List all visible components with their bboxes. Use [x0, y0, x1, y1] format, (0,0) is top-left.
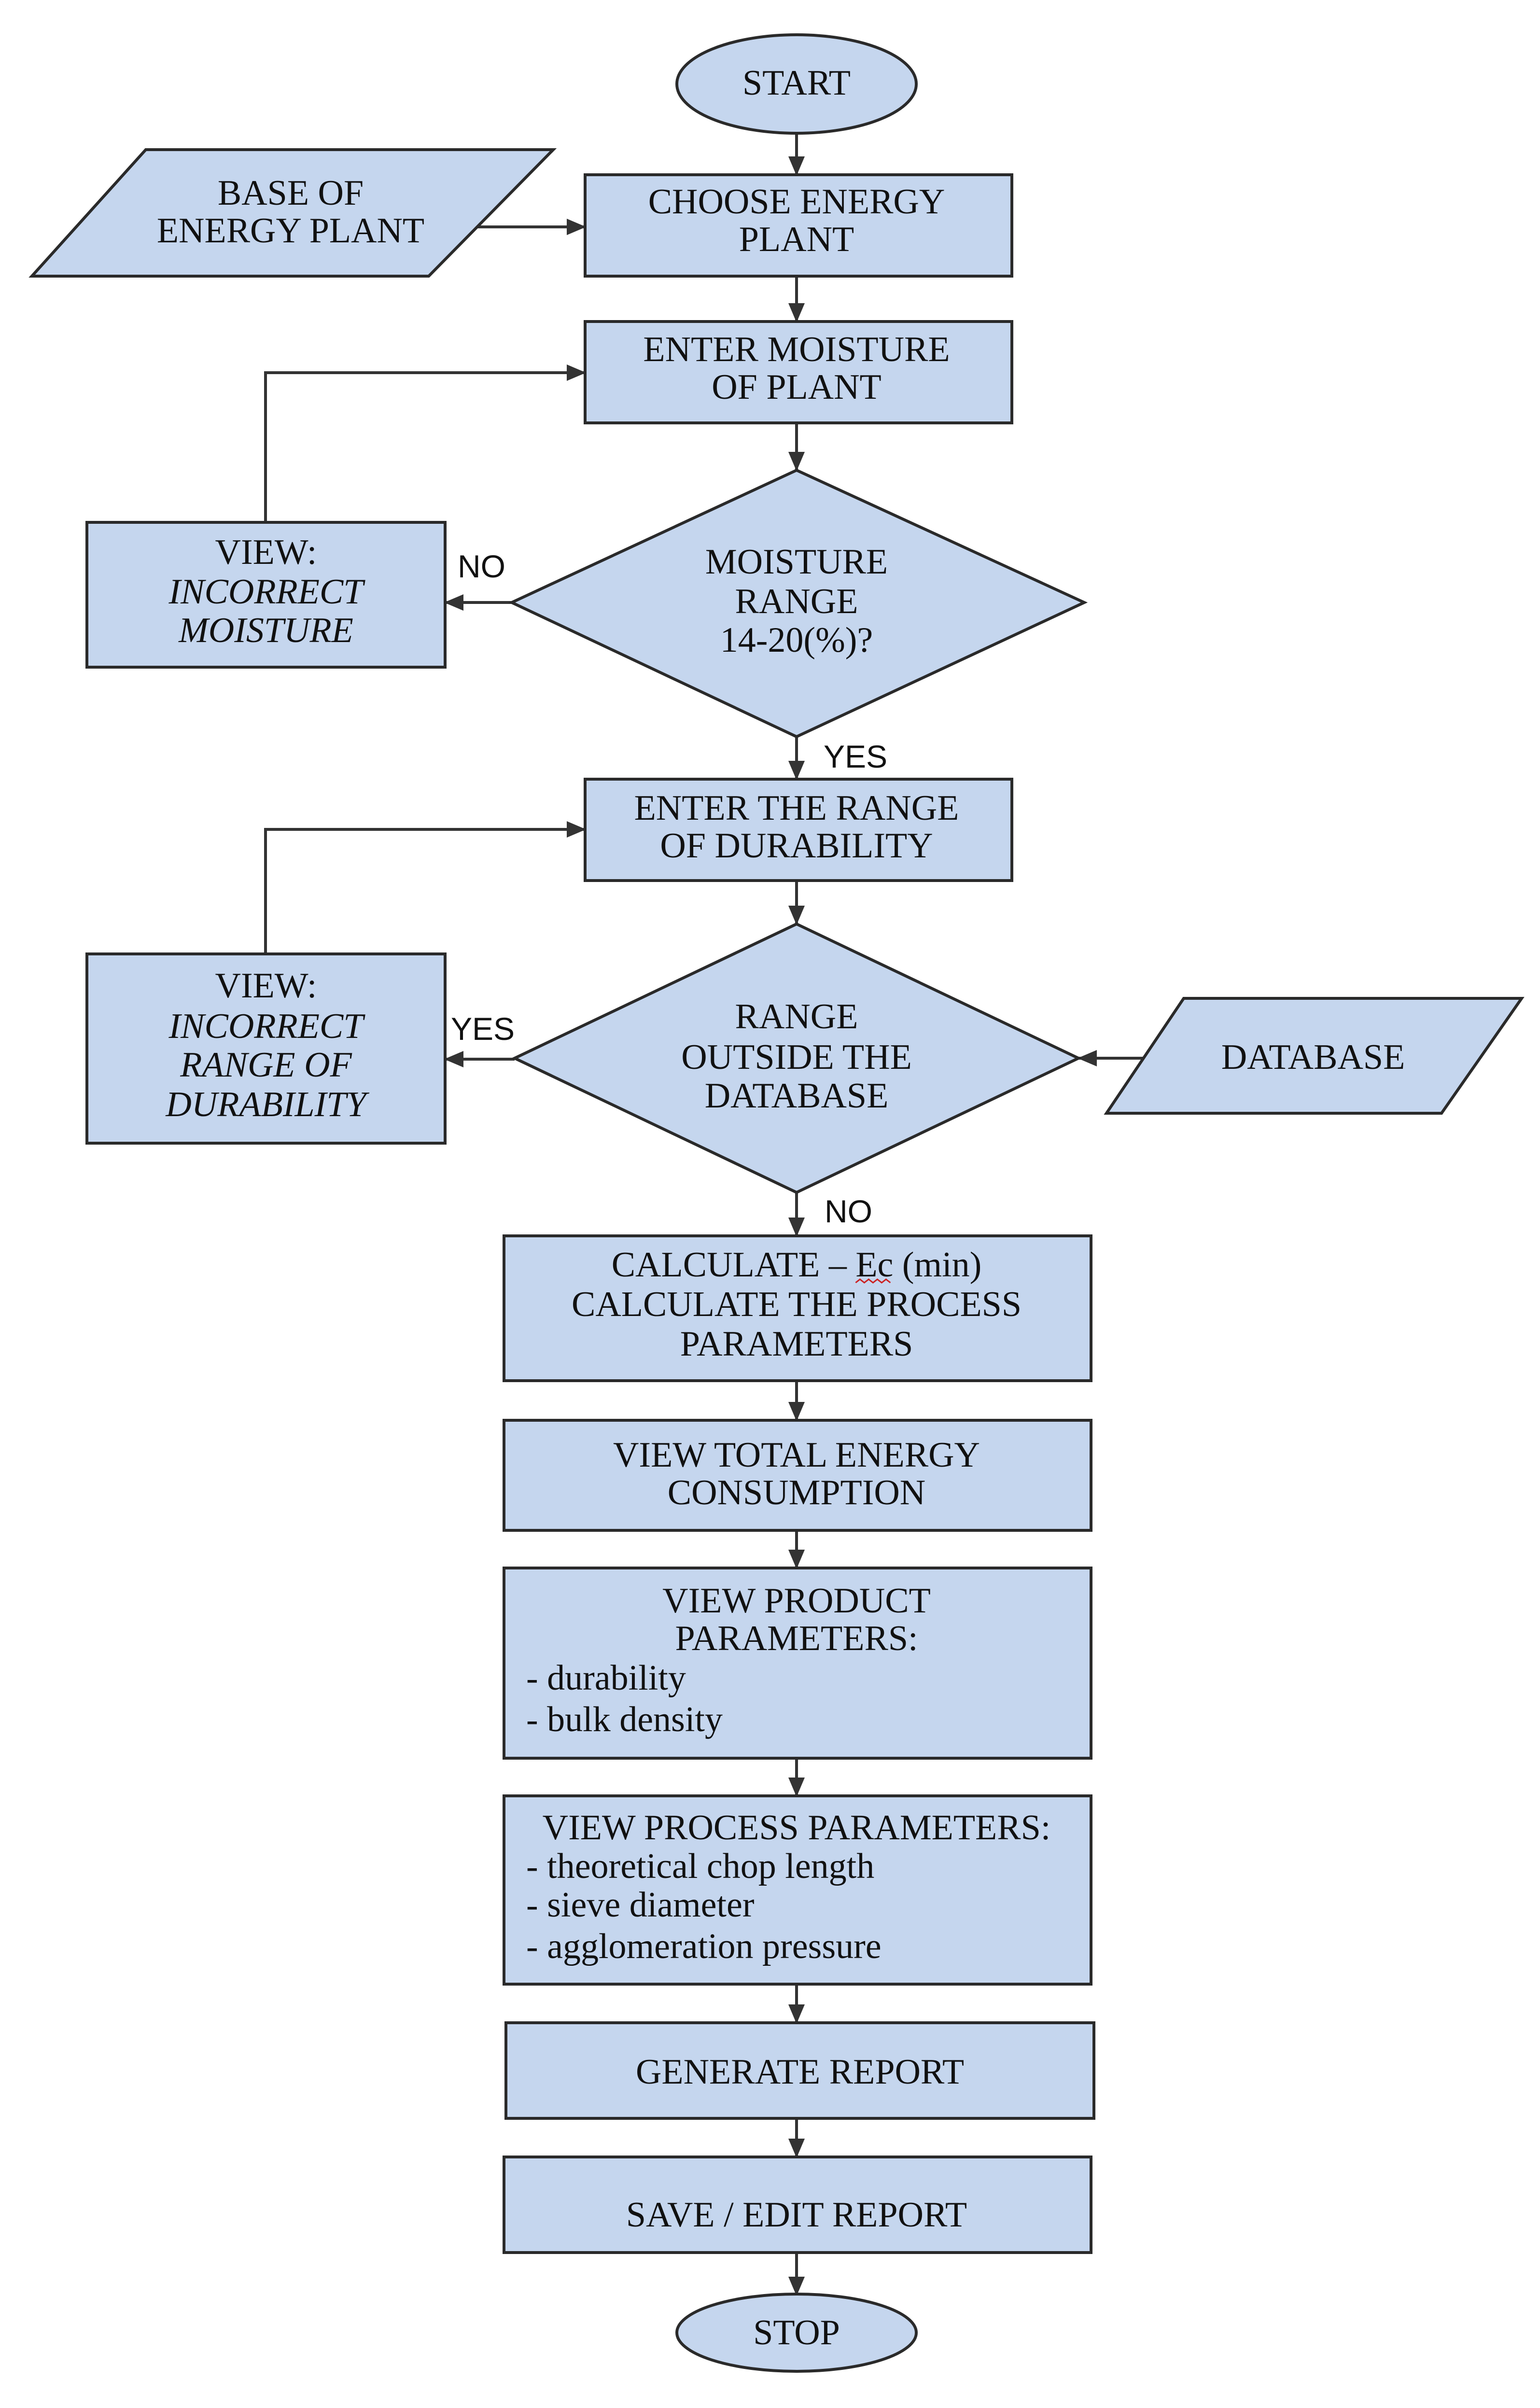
incorrect-range-label-line-2: INCORRECT [168, 1007, 366, 1046]
stop-label: STOP [753, 2313, 840, 2352]
calculate-label-line-3: PARAMETERS [680, 1324, 913, 1364]
generate-report-label: GENERATE REPORT [636, 2052, 964, 2092]
arrow-range-retry [264, 821, 586, 954]
product-params-label-line-1: VIEW PRODUCT [662, 1581, 931, 1621]
incorrect-moisture-box [85, 521, 447, 669]
product-params-item-2: - bulk density [526, 1700, 723, 1739]
base-label-line-2: ENERGY PLANT [157, 211, 424, 251]
moisture-check-label-line-3: 14-20(%)? [720, 620, 873, 660]
range-input-label-line-2: OF DURABILITY [660, 826, 933, 866]
database-input [1104, 997, 1525, 1115]
process-params-item-1: - theoretical chop length [526, 1847, 874, 1886]
total-energy-box [503, 1419, 1092, 1532]
arrow-moisture-retry [264, 364, 586, 522]
calculate-suffix: (min) [893, 1245, 981, 1285]
connectors [264, 133, 1149, 2296]
choose-label-line-1: CHOOSE ENERGY [648, 182, 945, 222]
range-check-label-line-1: RANGE [735, 997, 858, 1036]
shapes [28, 33, 1525, 2373]
process-parameters-box [503, 1794, 1092, 1986]
incorrect-moisture-label-line-1: VIEW: [215, 532, 317, 572]
enter-moisture-box [584, 320, 1013, 424]
labels: START BASE OF ENERGY PLANT CHOOSE ENERGY… [157, 63, 1405, 2352]
moisture-check-label-line-2: RANGE [735, 582, 858, 621]
calculate-label-line-1: CALCULATE – Ec (min) [612, 1245, 982, 1285]
incorrect-moisture-label-line-2: INCORRECT [168, 572, 366, 612]
moisture-yes-label: YES [824, 739, 887, 774]
incorrect-moisture-label-line-3: MOISTURE [178, 611, 353, 650]
incorrect-range-label-line-4: DURABILITY [165, 1085, 369, 1124]
enter-durability-range-box [584, 778, 1013, 882]
process-params-item-3: - agglomeration pressure [526, 1927, 882, 1966]
process-params-item-2: - sieve diameter [526, 1885, 755, 1925]
start-label: START [742, 63, 851, 103]
total-energy-label-line-2: CONSUMPTION [668, 1473, 926, 1512]
calculate-box [503, 1234, 1092, 1382]
choose-label-line-2: PLANT [739, 220, 854, 259]
choose-energy-plant-box [584, 173, 1013, 278]
product-params-item-1: - durability [526, 1658, 686, 1698]
range-input-label-line-1: ENTER THE RANGE [634, 788, 959, 828]
range-outside-database-decision [511, 922, 1082, 1194]
incorrect-range-box [85, 952, 447, 1145]
incorrect-range-label-line-1: VIEW: [215, 966, 317, 1006]
total-energy-label-line-1: VIEW TOTAL ENERGY [613, 1435, 980, 1475]
range-check-label-line-3: DATABASE [705, 1076, 889, 1116]
process-params-label-line-1: VIEW PROCESS PARAMETERS: [543, 1808, 1051, 1848]
base-label-line-1: BASE OF [218, 173, 364, 213]
incorrect-range-label-line-3: RANGE OF [180, 1045, 352, 1085]
spellcheck-underline [855, 1278, 891, 1284]
generate-report-box [504, 2021, 1095, 2120]
moisture-input-label-line-2: OF PLANT [712, 367, 882, 407]
calculate-label-line-2: CALCULATE THE PROCESS [572, 1285, 1022, 1324]
database-label: DATABASE [1221, 1037, 1405, 1077]
moisture-range-decision [508, 468, 1088, 739]
range-check-label-line-2: OUTSIDE THE [681, 1037, 912, 1077]
moisture-check-label-line-1: MOISTURE [705, 542, 888, 582]
range-no-label: NO [825, 1193, 872, 1229]
calculate-prefix: CALCULATE – [612, 1245, 856, 1285]
ec-term: Ec [855, 1245, 893, 1285]
product-parameters-box [503, 1567, 1092, 1760]
stop-terminal [675, 2293, 918, 2373]
range-yes-label: YES [451, 1011, 515, 1047]
product-params-label-line-2: PARAMETERS: [675, 1619, 918, 1658]
base-energy-plant-input [28, 148, 557, 278]
save-edit-report-box [503, 2156, 1092, 2254]
save-edit-report-label: SAVE / EDIT REPORT [626, 2195, 967, 2235]
start-terminal [675, 33, 918, 135]
moisture-input-label-line-1: ENTER MOISTURE [643, 330, 950, 369]
moisture-no-label: NO [458, 548, 505, 584]
